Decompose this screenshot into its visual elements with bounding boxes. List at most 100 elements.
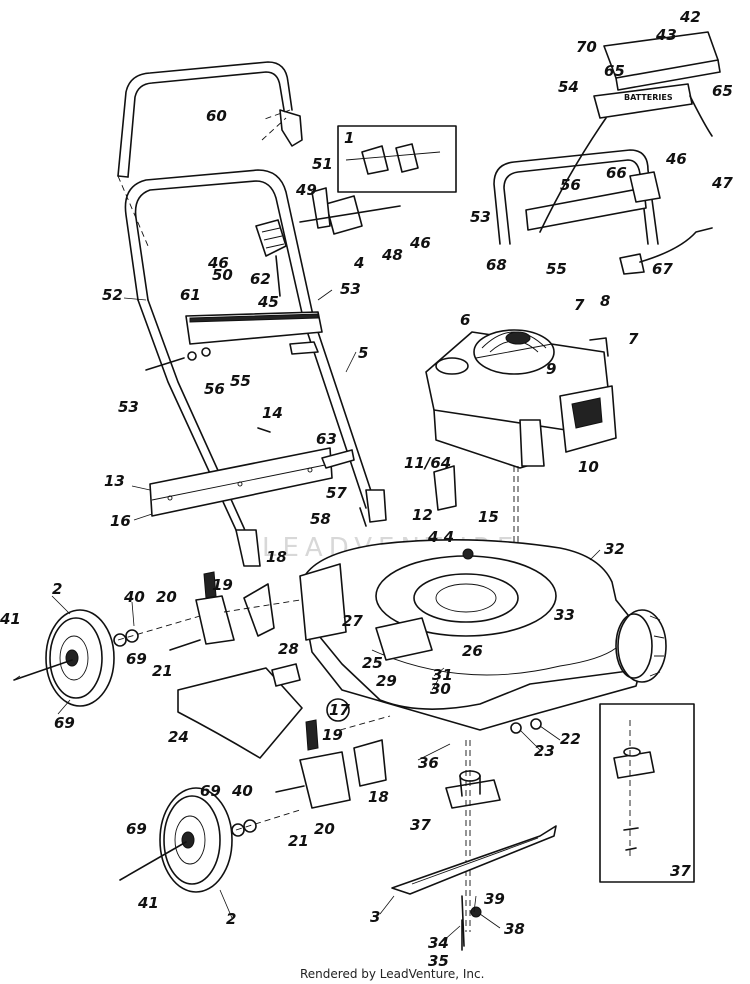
label-2: 2 (226, 910, 236, 928)
rear-wheel-lower (119, 787, 233, 893)
label-25: 25 (362, 654, 383, 672)
label-53: 53 (118, 398, 139, 416)
label-21: 21 (288, 832, 309, 850)
inset-box-37 (599, 703, 695, 883)
label-39: 39 (484, 890, 505, 908)
label-66: 66 (606, 164, 627, 182)
label-69: 69 (126, 650, 147, 668)
label-67: 67 (652, 260, 673, 278)
label-49: 49 (295, 181, 317, 199)
front-right-wheel (615, 609, 667, 683)
label-61: 61 (180, 286, 201, 304)
label-9: 9 (546, 360, 556, 378)
label-7: 7 (628, 330, 639, 348)
deck-brackets (375, 465, 542, 734)
label-18: 18 (368, 788, 389, 806)
label-2: 2 (52, 580, 62, 598)
rear-flap (177, 663, 303, 759)
label-24: 24 (168, 728, 189, 746)
lower-handle (124, 169, 387, 567)
label-46: 46 (665, 150, 687, 168)
mower-blade (391, 825, 557, 895)
handle-bolts (145, 347, 367, 527)
label-65: 65 (604, 62, 625, 80)
label-15: 15 (478, 508, 499, 526)
label-41: 41 (137, 894, 159, 912)
label-58: 58 (310, 510, 331, 528)
label-68: 68 (486, 256, 507, 274)
label-4: 4 (353, 254, 364, 272)
label-20: 20 (156, 588, 177, 606)
footer-credit: Rendered by LeadVenture, Inc. (300, 967, 484, 981)
label-56: 56 (204, 380, 225, 398)
label-5: 5 (358, 344, 368, 362)
electric-handle (493, 149, 661, 245)
label-8: 8 (600, 292, 610, 310)
label-46: 46 (409, 234, 431, 252)
label-43: 43 (655, 26, 677, 44)
label-55: 55 (230, 372, 251, 390)
label-69: 69 (126, 820, 147, 838)
label-12: 12 (412, 506, 433, 524)
blade-adapter (445, 770, 501, 809)
mower-deck (299, 539, 650, 731)
label-18: 18 (266, 548, 287, 566)
label-62: 62 (250, 270, 271, 288)
label-45: 45 (257, 293, 279, 311)
label-10: 10 (578, 458, 599, 476)
label-63: 63 (316, 430, 337, 448)
label-1: 1 (344, 129, 354, 147)
label-52: 52 (102, 286, 123, 304)
label-69: 69 (200, 782, 221, 800)
charger (619, 227, 713, 275)
battery-wire (539, 95, 713, 233)
label-54: 54 (558, 78, 579, 96)
switch-cluster (299, 187, 401, 235)
zone-control-box (255, 219, 287, 297)
label-29: 29 (376, 672, 397, 690)
label-41: 41 (0, 610, 21, 628)
label-47: 47 (711, 174, 733, 192)
label-38: 38 (504, 920, 525, 938)
battery-label: BATTERIES (624, 93, 673, 102)
height-adjuster-lower (231, 719, 387, 837)
battery-pack: BATTERIES (593, 31, 721, 119)
label-30: 30 (430, 680, 451, 698)
label-57: 57 (326, 484, 347, 502)
label-53: 53 (470, 208, 491, 226)
label-14: 14 (262, 404, 283, 422)
label-69: 69 (54, 714, 75, 732)
label-48: 48 (381, 246, 403, 264)
leader-lines (13, 289, 601, 943)
wheel-dashline (117, 599, 391, 831)
label-42: 42 (679, 8, 701, 26)
handle-dashline-1 (117, 109, 291, 247)
label-7: 7 (574, 296, 585, 314)
label-51: 51 (312, 155, 333, 173)
label-40: 40 (231, 782, 253, 800)
handle-brace (149, 447, 333, 517)
label-21: 21 (152, 662, 173, 680)
label-35: 35 (428, 952, 449, 970)
label-53: 53 (340, 280, 361, 298)
blade-bolts (461, 895, 482, 951)
label-22: 22 (560, 730, 581, 748)
label-36: 36 (418, 754, 439, 772)
label-23: 23 (534, 742, 555, 760)
label-37: 37 (670, 862, 691, 880)
control-bracket (185, 311, 323, 355)
label-13: 13 (104, 472, 125, 490)
height-adjuster-upper (113, 571, 275, 651)
label-32: 32 (604, 540, 625, 558)
label-11-64: 11/64 (404, 454, 451, 472)
label-50: 50 (212, 266, 233, 284)
label-26: 26 (462, 642, 483, 660)
label-16: 16 (110, 512, 131, 530)
label-44: 4 4 (427, 528, 454, 546)
part-labels: 60 1 51 49 46 46 48 4 50 62 45 52 61 53 … (0, 8, 733, 970)
label-40: 40 (123, 588, 145, 606)
label-60: 60 (206, 107, 227, 125)
label-70: 70 (576, 38, 597, 56)
label-56: 56 (560, 176, 581, 194)
